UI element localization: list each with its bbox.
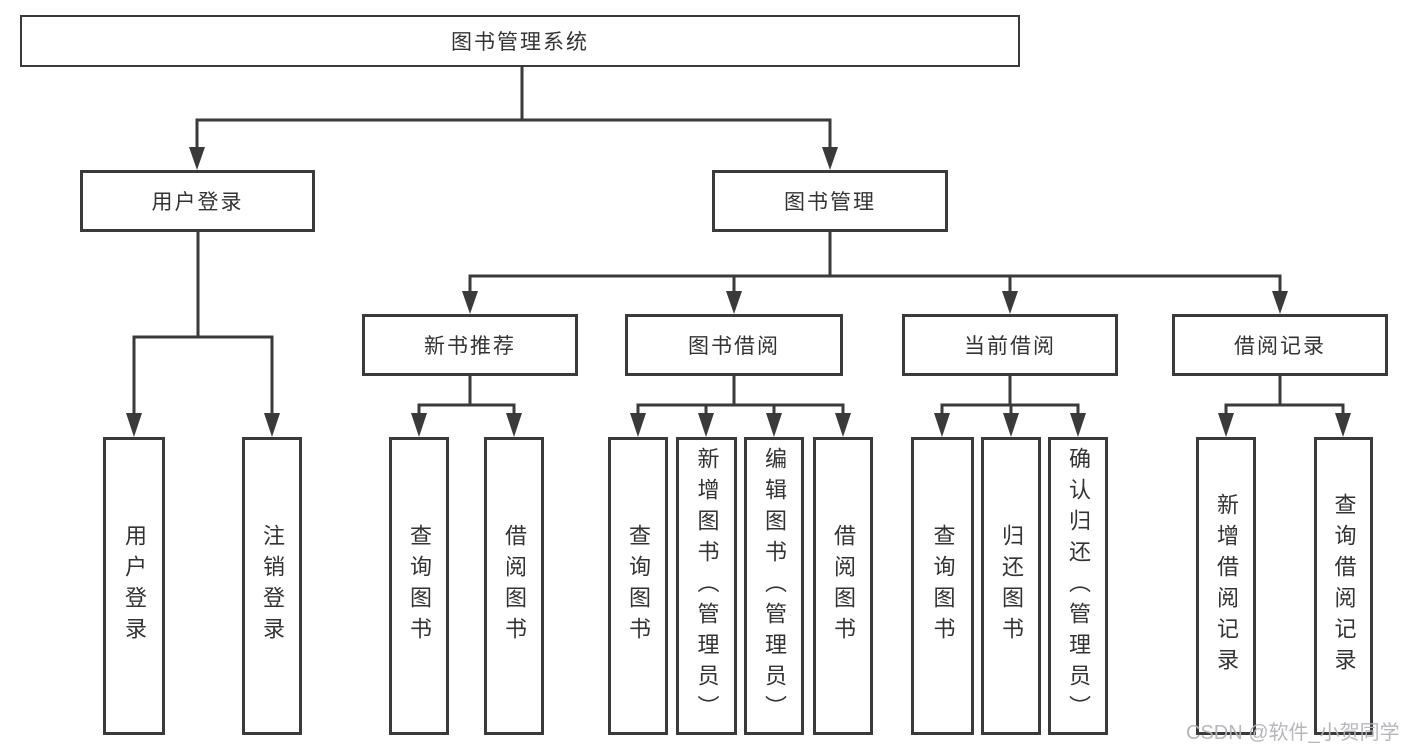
- leaf-add-book-admin: 新增图书（管理员）: [676, 437, 737, 735]
- node-current-borrow: 当前借阅: [902, 314, 1118, 376]
- node-book-management: 图书管理: [712, 170, 948, 232]
- leaf-logout: 注销登录: [242, 437, 302, 735]
- node-new-book-recommend: 新书推荐: [362, 314, 578, 376]
- leaf-borrow-books-borrow: 借阅图书: [813, 437, 873, 735]
- leaf-borrow-books-recommend: 借阅图书: [484, 437, 544, 735]
- node-book-borrow: 图书借阅: [625, 314, 843, 376]
- node-borrow-records: 借阅记录: [1172, 314, 1388, 376]
- node-root: 图书管理系统: [20, 15, 1020, 67]
- leaf-query-books-borrow: 查询图书: [608, 437, 668, 735]
- leaf-add-borrow-record: 新增借阅记录: [1196, 437, 1256, 735]
- leaf-user-login: 用户登录: [103, 437, 165, 735]
- node-user-login: 用户登录: [80, 170, 315, 232]
- leaf-return-book: 归还图书: [981, 437, 1041, 735]
- leaf-query-books-current: 查询图书: [911, 437, 974, 735]
- leaf-confirm-return-admin: 确认归还（管理员）: [1048, 437, 1108, 735]
- leaf-edit-book-admin: 编辑图书（管理员）: [744, 437, 804, 735]
- leaf-query-borrow-record: 查询借阅记录: [1314, 437, 1373, 735]
- leaf-query-books-recommend: 查询图书: [389, 437, 449, 735]
- csdn-watermark: CSDN @软件_小贺同学: [1186, 722, 1400, 744]
